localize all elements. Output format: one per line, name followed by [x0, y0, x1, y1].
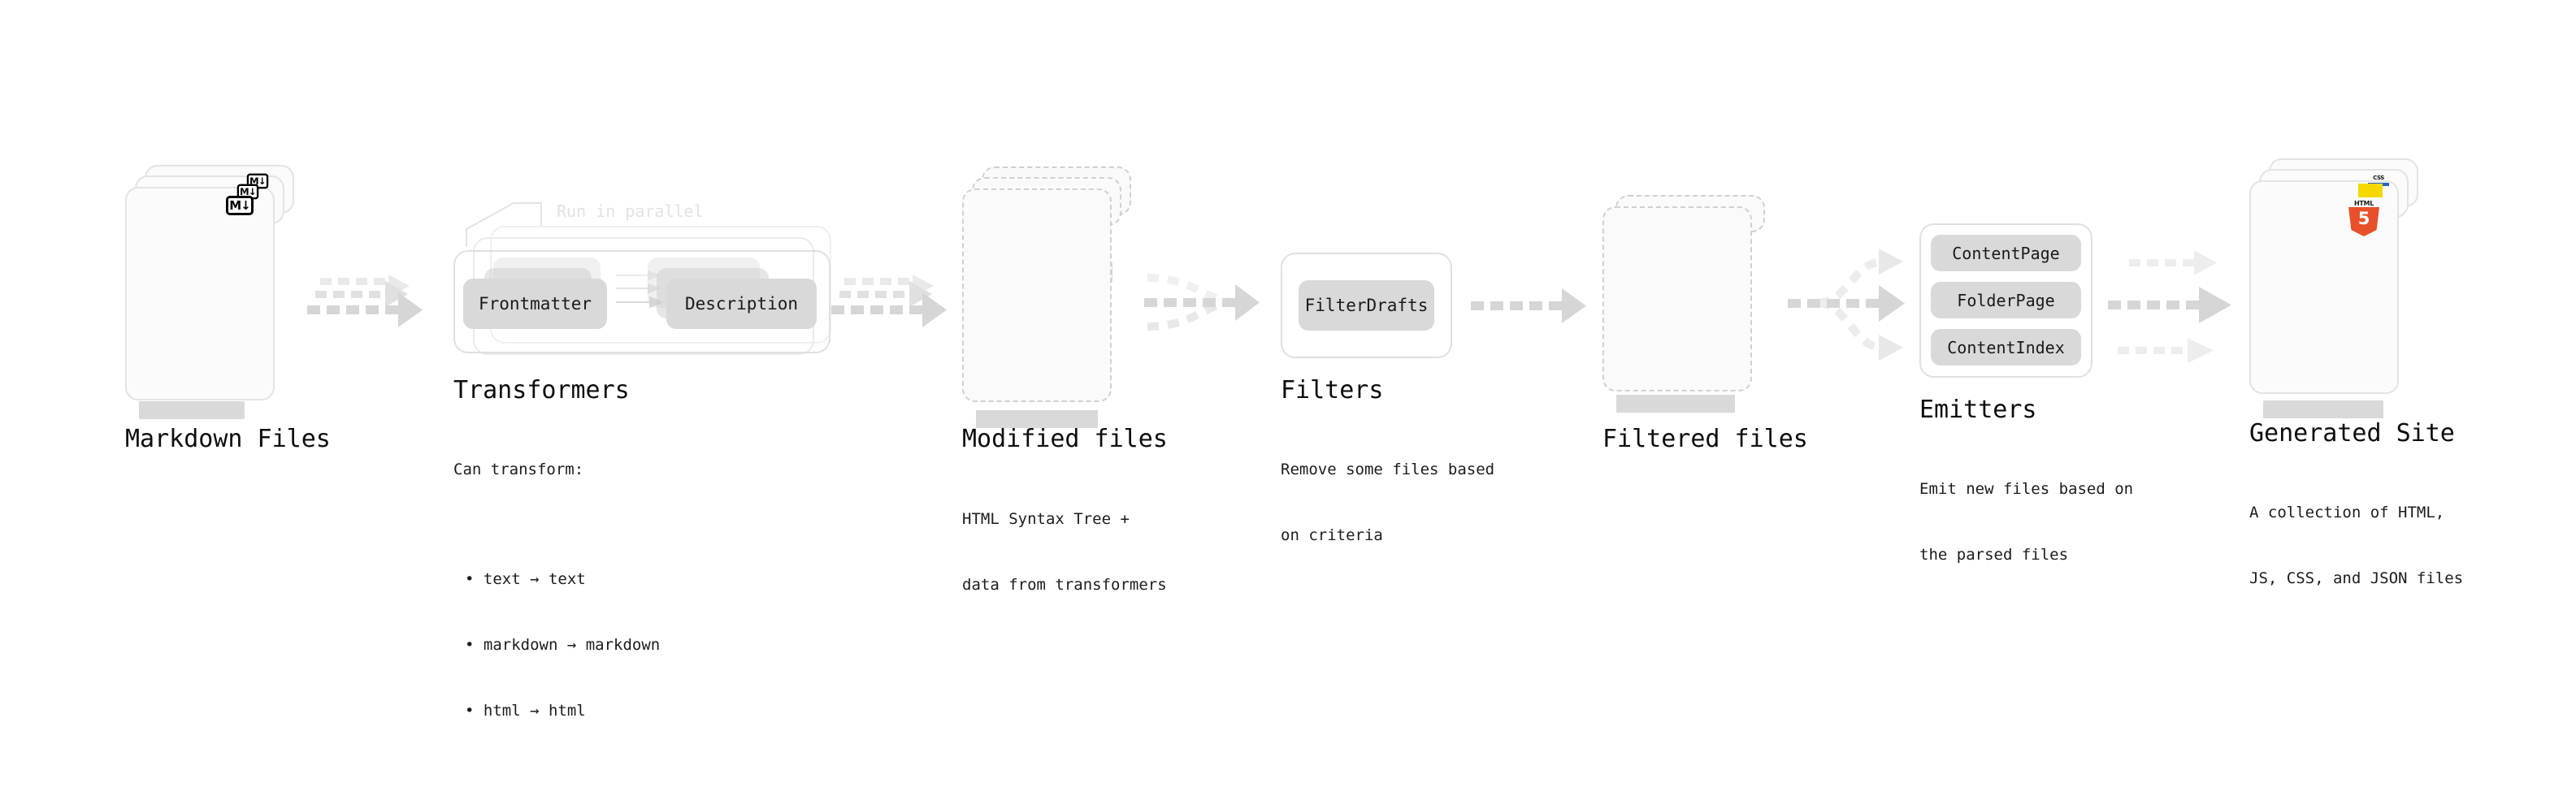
doc-line — [976, 410, 1098, 428]
modified-card-front — [962, 188, 1112, 402]
doc-line — [139, 401, 245, 419]
transformers-bullet-1: • markdown → markdown — [465, 635, 661, 654]
css-icon-label: CSS — [2373, 175, 2384, 181]
connector-filters-to-filtered — [1471, 288, 1586, 323]
connector-transformers-to-modified — [831, 275, 947, 327]
filters-title: Filters — [1281, 376, 1384, 404]
filterdrafts-pill[interactable]: FilterDrafts — [1299, 280, 1434, 331]
js-icon — [2358, 184, 2383, 197]
modified-files-stack — [962, 167, 1131, 428]
connector-emitters-to-site — [2108, 250, 2231, 363]
html5-icon: HTML 5 — [2348, 200, 2379, 236]
contentpage-pill[interactable]: ContentPage — [1931, 235, 2081, 271]
modified-files-caption-line-0: HTML Syntax Tree + — [962, 509, 1130, 528]
description-pill[interactable]: Description — [666, 279, 817, 329]
generated-site-caption-line-1: JS, CSS, and JSON files — [2249, 569, 2464, 587]
transformers-bullet-0: • text → text — [465, 569, 586, 588]
connector-modified-to-filters — [1144, 274, 1260, 331]
filtered-files-stack — [1602, 195, 1772, 430]
emitters-box — [1919, 223, 2092, 378]
connector-filtered-to-emitters — [1788, 249, 1905, 361]
folderpage-pill[interactable]: FolderPage — [1931, 282, 2081, 318]
filters-caption-line-1: on criteria — [1281, 526, 1383, 544]
parallel-bracket — [466, 202, 542, 247]
filtered-files-title: Filtered files — [1602, 425, 1808, 453]
transformers-bullet-2: • html → html — [465, 701, 586, 720]
markdown-card-front — [125, 187, 275, 400]
html5-icon-number: 5 — [2357, 209, 2370, 228]
doc-line — [2263, 400, 2383, 418]
run-in-parallel-label: Run in parallel — [557, 201, 704, 221]
markdown-files-title: Markdown Files — [125, 425, 331, 453]
transformers-box-front — [453, 250, 830, 353]
generated-site-title: Generated Site — [2249, 419, 2455, 448]
emitters-title: Emitters — [1919, 396, 2037, 424]
transformers-caption: Can transform: • text → text • markdown … — [453, 415, 660, 809]
filters-box — [1281, 253, 1452, 358]
html5-icon-label: HTML — [2353, 200, 2374, 207]
modified-files-title: Modified files — [962, 425, 1168, 453]
modified-files-caption-line-1: data from transformers — [962, 575, 1167, 594]
transformers-title: Transformers — [453, 376, 630, 404]
transformers-caption-head: Can transform: — [453, 460, 584, 478]
contentindex-pill[interactable]: ContentIndex — [1931, 329, 2081, 366]
modified-files-caption: HTML Syntax Tree + data from transformer… — [962, 465, 1167, 640]
transformer-inner-arrows — [616, 270, 664, 309]
connector-md-to-transformers — [307, 275, 423, 327]
pipeline-diagram: M↓ M↓ M↓ Markdown Files — [125, 158, 2463, 720]
emitters-caption-line-0: Emit new files based on — [1919, 479, 2134, 498]
markdown-icon: M↓ — [226, 196, 254, 215]
generated-site-caption: A collection of HTML, JS, CSS, and JSON … — [2249, 458, 2463, 634]
transformers-group: Run in parallel Frontmatter Description — [439, 187, 853, 361]
transformers-bullet-list: • text → text • markdown → markdown • ht… — [453, 525, 660, 766]
doc-line — [1616, 395, 1735, 413]
filters-caption: Remove some files based on criteria — [1281, 415, 1494, 591]
filtered-card-front — [1602, 206, 1752, 392]
markdown-files-stack: M↓ M↓ M↓ — [125, 165, 294, 419]
generated-site-stack: CSS HTML 5 — [2249, 158, 2418, 418]
frontmatter-pill[interactable]: Frontmatter — [463, 279, 607, 329]
emitters-caption: Emit new files based on the parsed files — [1919, 435, 2133, 610]
emitters-caption-line-1: the parsed files — [1919, 545, 2069, 564]
filters-caption-line-0: Remove some files based — [1281, 460, 1495, 478]
generated-site-caption-line-0: A collection of HTML, — [2249, 503, 2445, 521]
